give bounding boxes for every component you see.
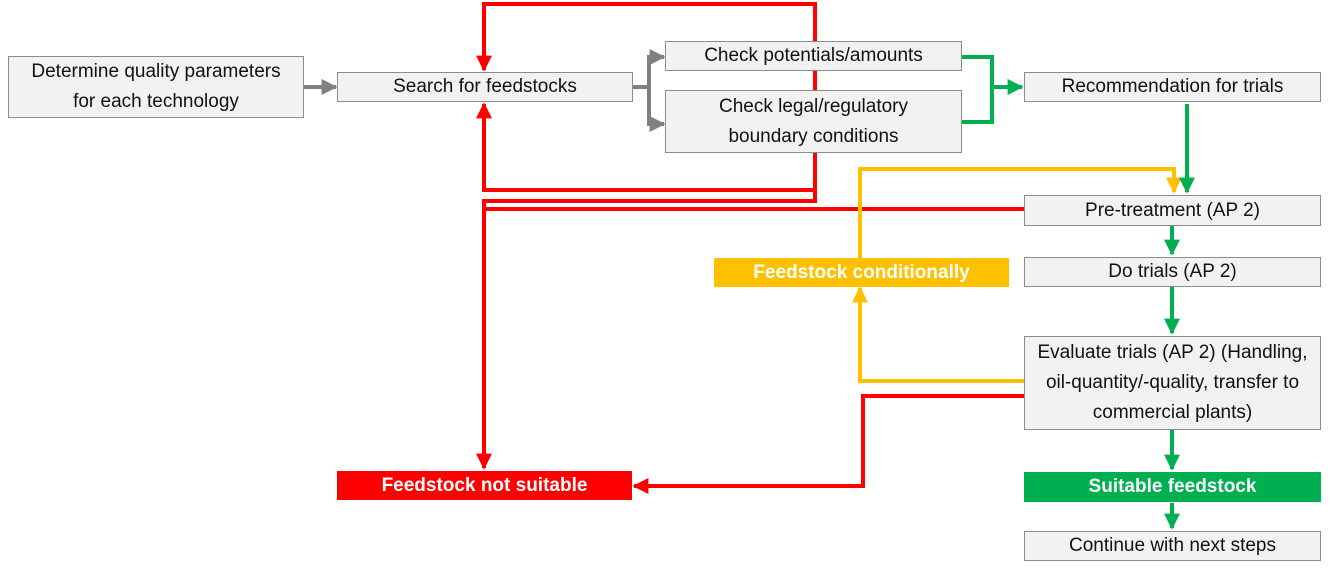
node-check-potentials: Check potentials/amounts	[665, 41, 962, 71]
red-evaluate-to-not-suitable	[632, 394, 1024, 494]
node-recommendation-for-trials: Recommendation for trials	[1024, 72, 1321, 102]
node-evaluate-trials: Evaluate trials (AP 2) (Handling, oil-qu…	[1024, 336, 1321, 430]
red-checks-to-not-suitable	[476, 190, 817, 470]
node-determine-quality-parameters: Determine quality parameters for each te…	[8, 56, 304, 118]
node-search-feedstocks: Search for feedstocks	[337, 72, 633, 102]
arrow-branch-to-legal	[647, 87, 666, 132]
label-feedstock-not-suitable: Feedstock not suitable	[337, 471, 632, 500]
label-suitable-feedstock: Suitable feedstock	[1024, 472, 1321, 502]
amber-conditional-to-pretreatment	[858, 167, 1182, 258]
node-pretreatment: Pre-treatment (AP 2)	[1024, 195, 1321, 226]
red-loop-bottom-to-search	[476, 102, 815, 192]
green-potentials-to-merge	[962, 55, 994, 87]
label-feedstock-conditionally: Feedstock conditionally	[714, 258, 1009, 287]
green-legal-to-merge	[962, 87, 994, 124]
arrow-branch-to-potentials	[647, 49, 666, 87]
node-check-legal: Check legal/regulatory boundary conditio…	[665, 90, 962, 153]
node-continue-next-steps: Continue with next steps	[1024, 531, 1321, 561]
node-do-trials: Do trials (AP 2)	[1024, 257, 1321, 287]
amber-evaluate-to-conditional	[852, 286, 1024, 383]
